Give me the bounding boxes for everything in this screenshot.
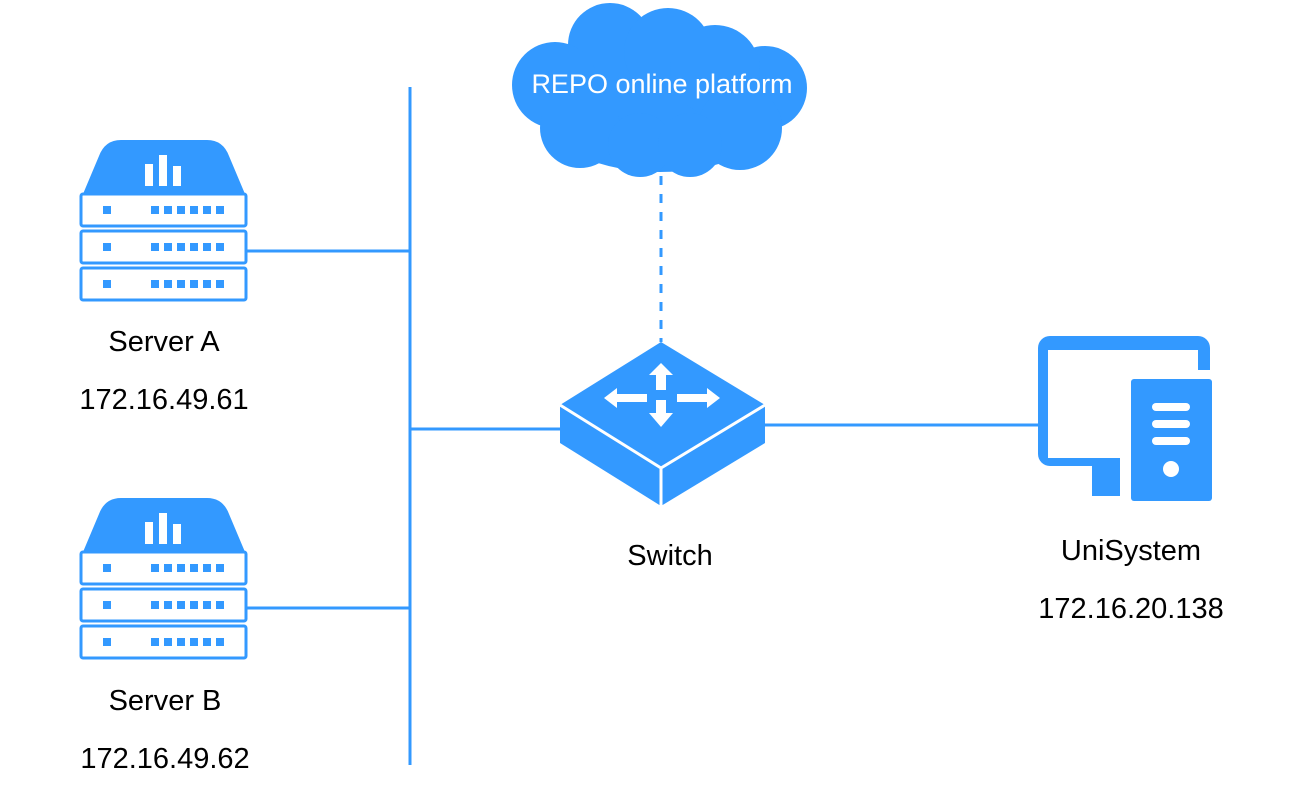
switch-label: Switch	[627, 540, 712, 572]
server-rack-icon	[81, 140, 246, 300]
cloud-icon	[512, 3, 807, 177]
connection-lines	[247, 87, 1040, 765]
server-a-node: Server A 172.16.49.61	[79, 140, 249, 416]
server-b-name: Server B	[109, 685, 222, 717]
switch-icon	[559, 342, 766, 506]
unisystem-name: UniSystem	[1061, 535, 1201, 567]
desktop-computer-icon	[1038, 336, 1222, 510]
server-rack-icon	[81, 498, 246, 658]
server-a-ip: 172.16.49.61	[79, 384, 248, 416]
server-b-node: Server B 172.16.49.62	[80, 498, 250, 775]
server-a-name: Server A	[108, 326, 220, 358]
cloud-node: REPO online platform	[512, 3, 807, 177]
unisystem-node: UniSystem 172.16.20.138	[1038, 336, 1224, 625]
switch-node: Switch	[559, 342, 766, 572]
server-b-ip: 172.16.49.62	[80, 743, 249, 775]
cloud-label: REPO online platform	[531, 69, 792, 99]
unisystem-ip: 172.16.20.138	[1038, 593, 1223, 625]
